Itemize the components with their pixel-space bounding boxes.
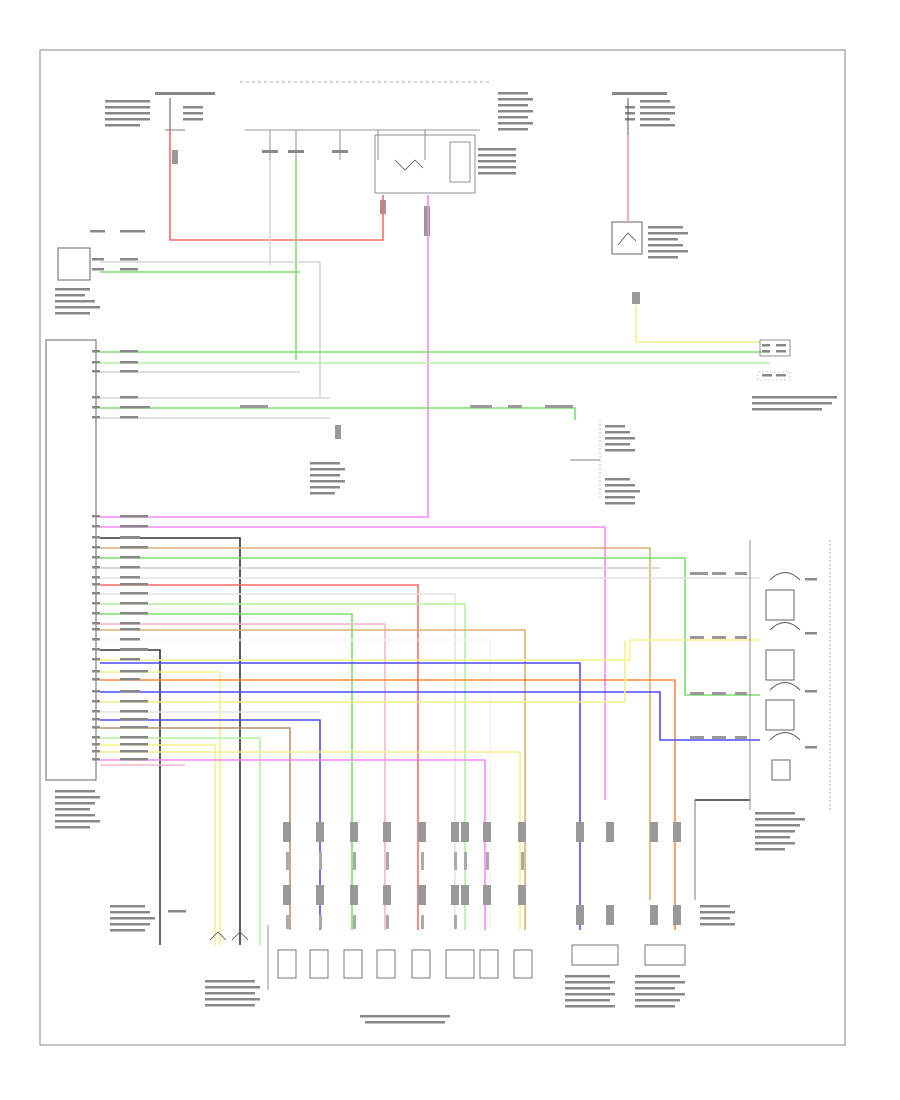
tcm-pin-labels [55,350,150,829]
wire-yellow-1 [635,305,760,343]
wire-orange-1 [100,679,676,930]
transmission-control-module [45,339,97,781]
page-frame [39,49,846,1046]
hot-at-all-times-left [105,92,215,127]
wire-blue-1 [100,662,581,930]
wire-red-main [169,130,384,241]
wire-red-2 [100,584,419,930]
sensor-solenoid-row [110,800,735,1024]
engine-control-module [752,339,837,411]
wire-blue-2 [100,691,760,741]
hot-at-all-times-right [612,92,675,127]
range-switch [749,540,831,851]
wire-magenta-1 [100,195,429,518]
top-section [105,81,688,304]
data-link-connector [55,230,145,315]
wire-tan-1 [100,547,651,900]
wire-yellow-2 [100,639,760,661]
component-callouts [286,852,524,929]
relay-right-box [611,221,643,255]
wire-tags [240,405,747,739]
brake-switch [570,420,640,505]
ignition-relay-box [374,134,476,194]
ground-mid [310,425,345,495]
